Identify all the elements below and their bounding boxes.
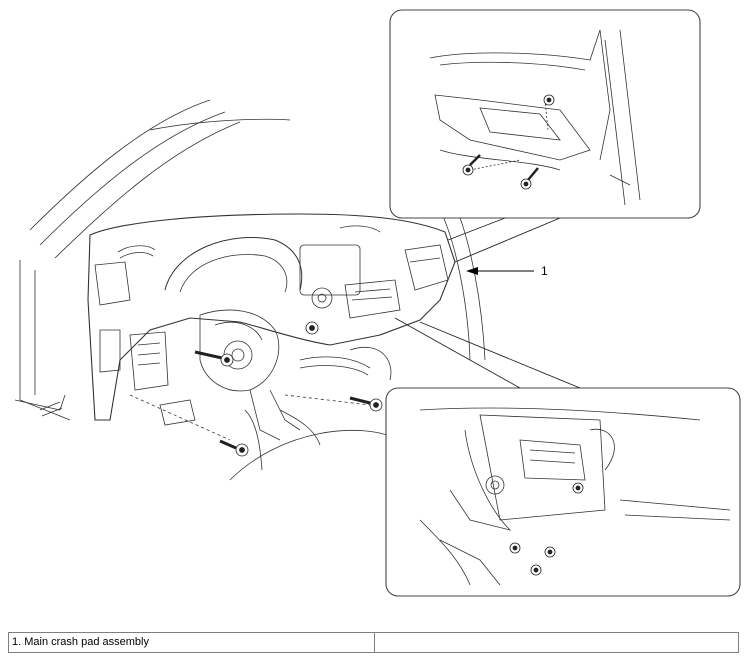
bolt-icon	[520, 167, 539, 190]
legend-item-cell: 1. Main crash pad assembly	[8, 632, 375, 653]
callout-leader	[466, 267, 534, 275]
bolt-icon	[509, 542, 521, 554]
crash-pad-removal-diagram: 1	[14, 9, 741, 597]
inset-leader-lines	[394, 217, 581, 389]
legend-empty-cell	[374, 632, 739, 653]
vehicle-cabin-illustration	[14, 99, 486, 481]
callout-number: 1	[541, 264, 548, 278]
bolt-icon	[462, 154, 481, 176]
bolt-icon	[530, 564, 542, 576]
bolt-icon	[572, 482, 584, 494]
detail-view-top	[389, 9, 701, 219]
bolt-icon	[305, 321, 319, 335]
table-row: 1. Main crash pad assembly	[8, 632, 739, 653]
detail-view-bottom	[385, 387, 741, 597]
legend-table: 1. Main crash pad assembly	[8, 632, 739, 653]
bolt-icon	[194, 350, 234, 367]
bolt-icon	[349, 396, 383, 412]
bolt-icon	[544, 546, 556, 558]
mounting-bolts	[194, 321, 383, 457]
bolt-icon	[219, 439, 249, 457]
bolt-icon	[543, 94, 555, 106]
